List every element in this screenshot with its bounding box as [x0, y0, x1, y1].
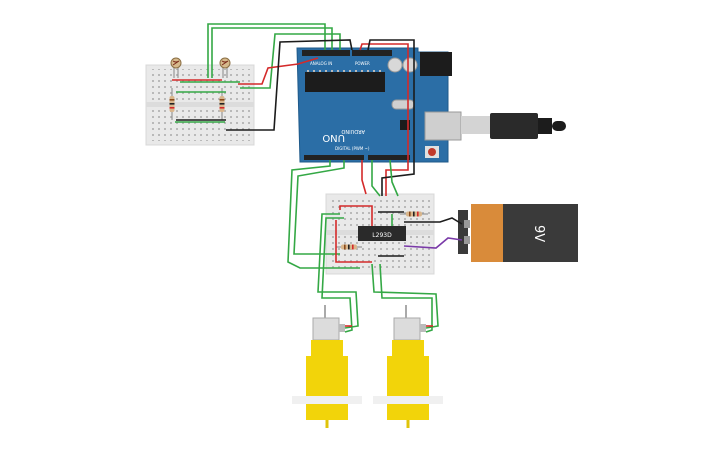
breadboard-driver [325, 193, 435, 275]
usb-cable [461, 113, 566, 139]
motor-left [292, 305, 362, 428]
resistor-driver-top [400, 211, 428, 217]
resistor-right [219, 88, 225, 120]
battery-label: 9V [531, 225, 546, 242]
chip-label: L293D [372, 232, 392, 239]
arduino-uno-board: ARDUINO UNO ANALOG IN POWER DIGITAL (PWM… [296, 47, 462, 163]
l293d-chip: L293D [358, 226, 406, 241]
breadboard-sensors [145, 64, 255, 146]
wires-sensor-board [172, 79, 240, 123]
resistor-driver-bottom [336, 244, 362, 250]
analog-in-label: ANALOG IN [310, 61, 332, 66]
motor-right [373, 305, 443, 428]
arduino-model-label: UNO [322, 132, 345, 143]
photoresistor-right [219, 57, 231, 78]
digital-label: DIGITAL (PWM ~) [335, 146, 370, 151]
power-label: POWER [355, 61, 370, 66]
arduino-brand-label: ARDUINO [341, 128, 365, 134]
photoresistor-left [170, 57, 182, 78]
resistor-left [169, 88, 175, 120]
wires-interconnect [207, 23, 463, 333]
battery-9v: 9V [458, 204, 578, 262]
